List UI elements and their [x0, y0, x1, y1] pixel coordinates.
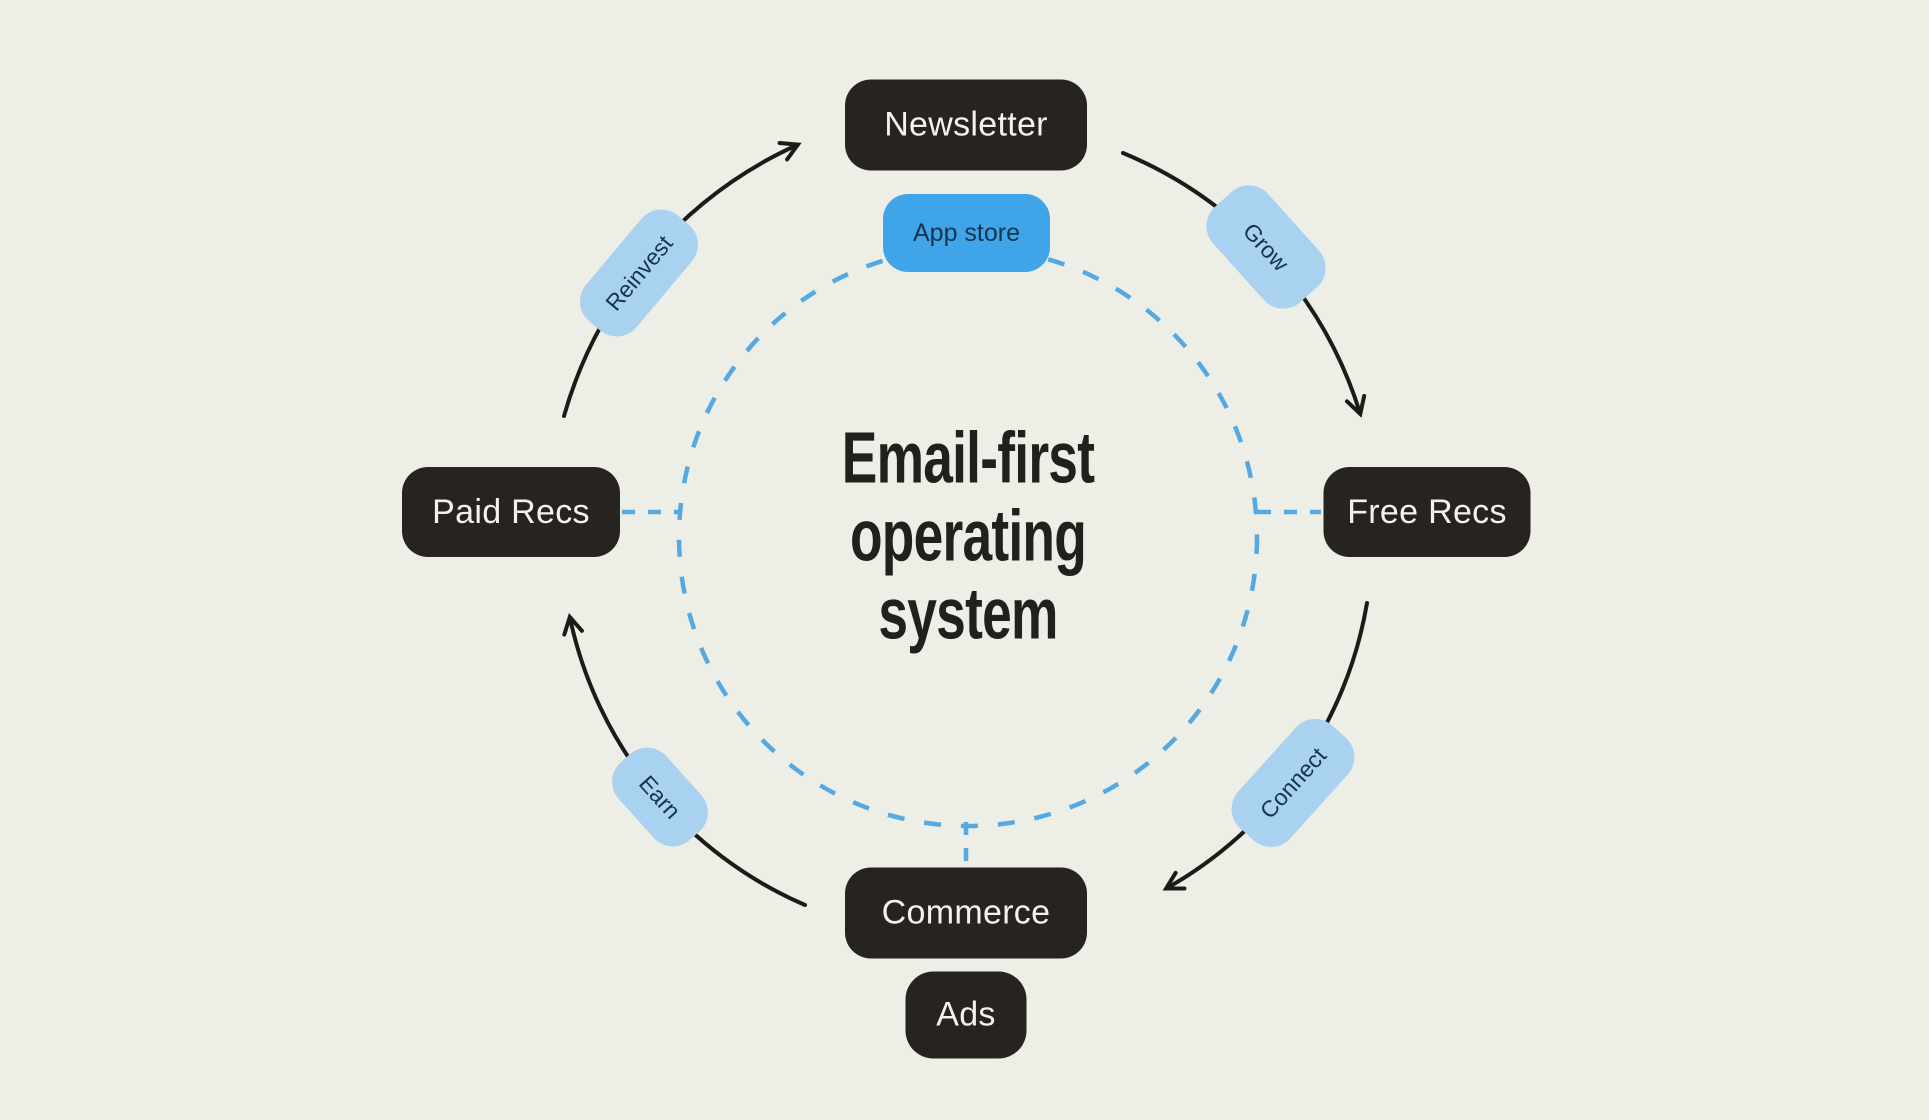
node-commerce: Commerce — [845, 867, 1087, 959]
pill-app-store: App store — [883, 194, 1050, 272]
center-title-line: Email-first — [841, 418, 1095, 499]
center-title-line: system — [878, 573, 1058, 654]
node-ads: Ads — [905, 971, 1027, 1059]
node-newsletter-label: Newsletter — [884, 105, 1048, 144]
center-title: Email-first operating system — [841, 418, 1095, 654]
node-paid-recs-label: Paid Recs — [432, 492, 590, 531]
node-commerce-label: Commerce — [881, 893, 1051, 932]
node-ads-label: Ads — [936, 995, 996, 1034]
center-title-line: operating — [849, 496, 1087, 577]
pill-grow-label: Grow — [1238, 217, 1295, 276]
node-free-recs-label: Free Recs — [1347, 492, 1507, 531]
node-free-recs: Free Recs — [1323, 467, 1531, 557]
pill-app-store-label: App store — [912, 218, 1020, 247]
node-newsletter: Newsletter — [845, 79, 1087, 171]
node-paid-recs: Paid Recs — [402, 467, 620, 557]
arrow-earn-arc — [562, 613, 807, 907]
pill-earn-label: Earn — [634, 769, 687, 824]
